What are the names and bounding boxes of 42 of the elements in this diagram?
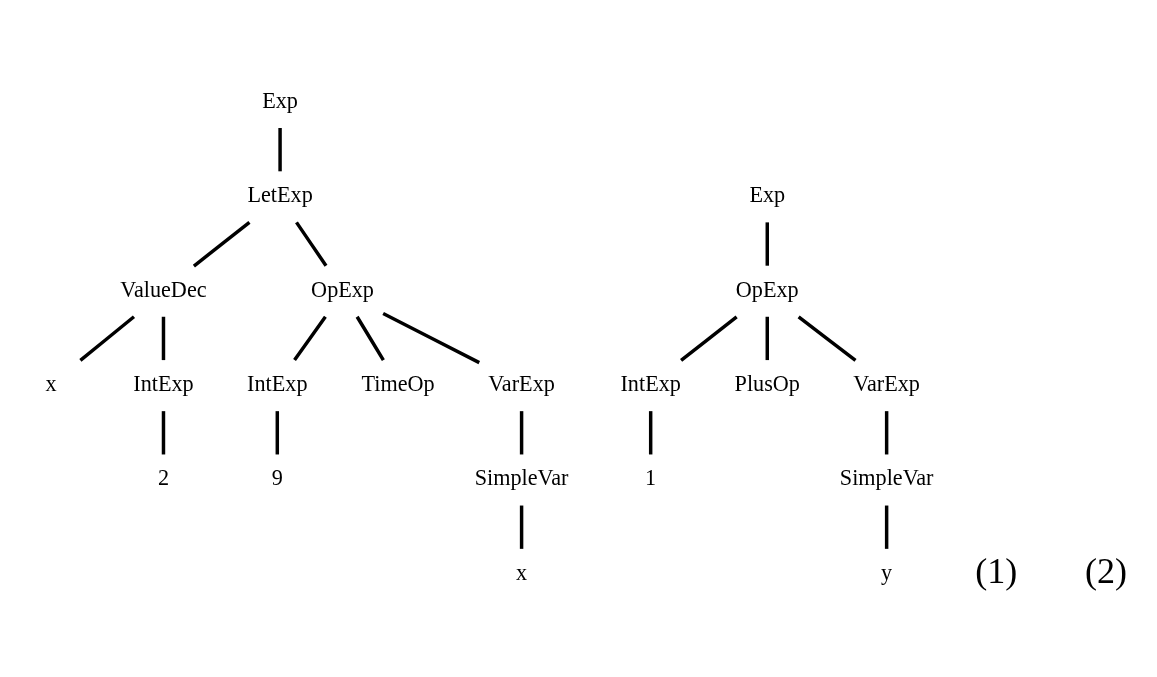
- node-text: PlusOp: [734, 370, 800, 396]
- connector: [519, 411, 524, 455]
- connector: [382, 311, 481, 365]
- node-text: LetExp: [247, 182, 313, 208]
- connector: [680, 315, 738, 362]
- connector: [884, 411, 889, 455]
- connector: [293, 315, 327, 362]
- node-text: Exp: [749, 182, 786, 208]
- node-text: Exp: [262, 87, 298, 113]
- node-text: OpExp: [735, 276, 799, 302]
- connector: [275, 411, 280, 455]
- node-text: 1: [645, 465, 657, 491]
- connector: [765, 222, 769, 266]
- connector: [355, 315, 385, 361]
- node-text: 2: [157, 465, 170, 491]
- node-text: OpExp: [311, 276, 374, 302]
- label: (1): [975, 551, 1018, 592]
- label: (2): [1084, 551, 1127, 592]
- node-text: SimpleVar: [474, 465, 569, 491]
- connector: [161, 316, 166, 361]
- connector: [648, 411, 653, 455]
- node-text: TimeOp: [361, 370, 435, 396]
- connector: [884, 505, 889, 549]
- node-text: SimpleVar: [839, 465, 934, 491]
- connector: [519, 505, 524, 549]
- node-text: x: [516, 559, 528, 585]
- node-text: IntExp: [133, 370, 194, 396]
- node-text: x: [45, 370, 57, 396]
- connector: [278, 128, 282, 172]
- connector: [161, 411, 166, 455]
- connector: [192, 221, 251, 268]
- connector: [79, 315, 136, 362]
- node-text: IntExp: [247, 370, 308, 396]
- node-text: VarExp: [853, 370, 920, 396]
- node-text: IntExp: [620, 370, 681, 396]
- connector: [765, 316, 769, 361]
- node-text: ValueDec: [120, 276, 207, 302]
- connector: [295, 221, 328, 267]
- connector: [797, 315, 857, 362]
- node-text: y: [881, 559, 893, 585]
- node-text: VarExp: [488, 370, 555, 396]
- node-text: 9: [271, 465, 283, 491]
